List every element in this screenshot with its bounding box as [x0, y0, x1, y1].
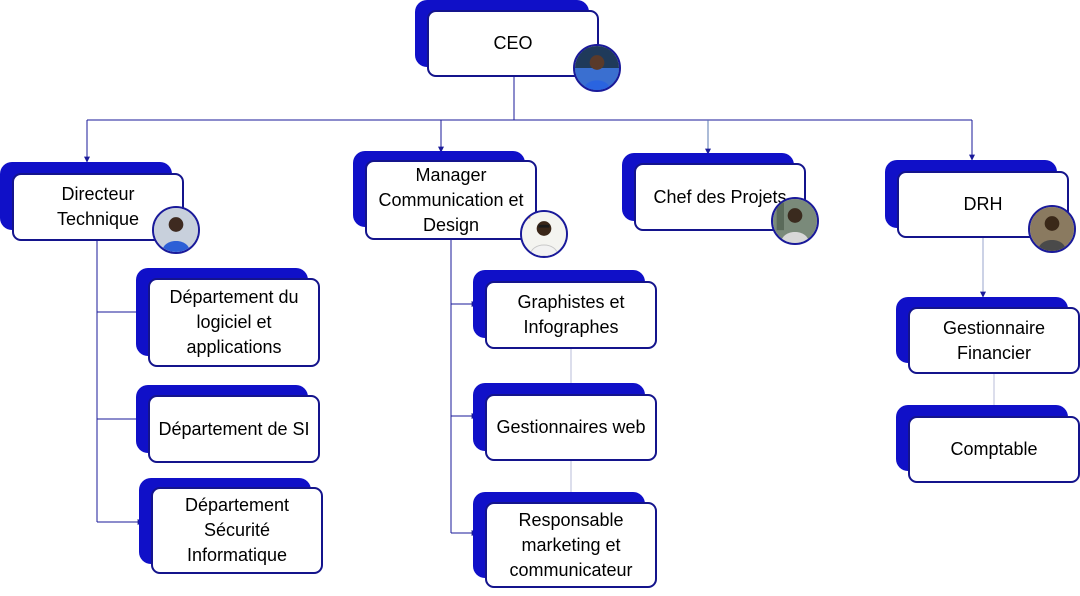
person-photo-icon — [575, 46, 619, 90]
chef-projets-label: Chef des Projets — [634, 163, 806, 231]
graphistes-label: Graphistes et Infographes — [485, 281, 657, 349]
manager-avatar — [520, 210, 568, 258]
ceo-label: CEO — [427, 10, 599, 77]
ceo-avatar — [573, 44, 621, 92]
dept-securite-label: Département Sécurité Informatique — [151, 487, 323, 574]
manager-comm-label: Manager Communication et Design — [365, 160, 537, 240]
comptable-label: Comptable — [908, 416, 1080, 483]
drh-avatar — [1028, 205, 1076, 253]
dept-logiciel-label: Département du logiciel et applications — [148, 278, 320, 367]
person-photo-icon — [154, 208, 198, 252]
gestionnaires-web-label: Gestionnaires web — [485, 394, 657, 461]
person-photo-icon — [1030, 207, 1074, 251]
resp-marketing-label: Responsable marketing et communicateur — [485, 502, 657, 588]
chef-projets-avatar — [771, 197, 819, 245]
directeur-avatar — [152, 206, 200, 254]
gestionnaire-financier-label: Gestionnaire Financier — [908, 307, 1080, 374]
person-photo-icon — [773, 199, 817, 243]
person-photo-icon — [522, 212, 566, 256]
dept-si-label: Département de SI — [148, 395, 320, 463]
